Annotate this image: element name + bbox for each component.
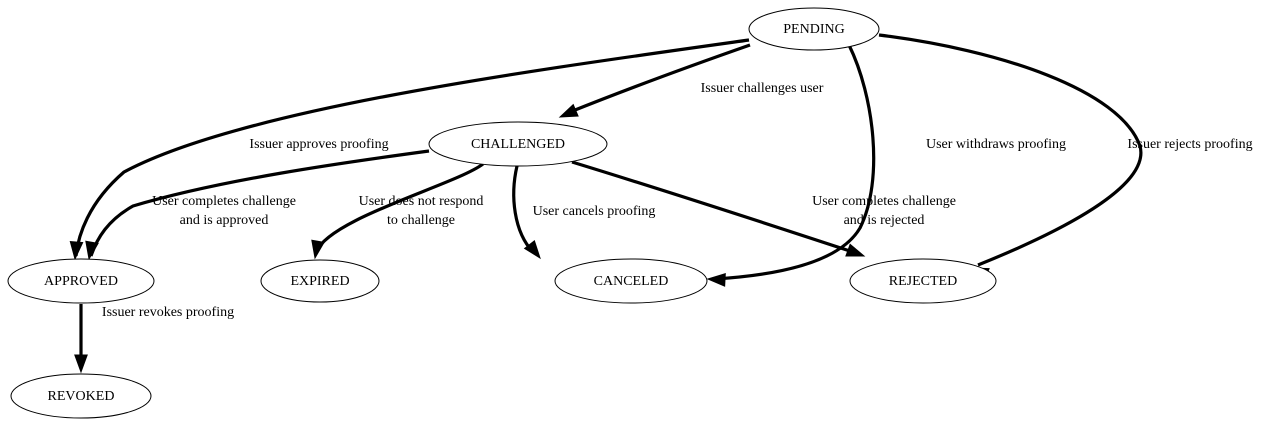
node-pending[interactable]: PENDING bbox=[748, 7, 880, 51]
edge-label-challenged-to-canceled: User cancels proofing bbox=[533, 204, 656, 219]
edge-label-line: Issuer approves proofing bbox=[249, 137, 388, 152]
edge-arrowhead bbox=[85, 240, 99, 261]
edge-line bbox=[512, 165, 535, 254]
edges-layer bbox=[69, 33, 1143, 374]
edge-line bbox=[89, 149, 430, 257]
edge-pending-to-approved bbox=[69, 38, 750, 261]
node-label: CANCELED bbox=[594, 274, 669, 289]
node-label: CHALLENGED bbox=[471, 137, 565, 152]
node-label: REVOKED bbox=[48, 389, 115, 404]
edge-challenged-to-approved bbox=[85, 149, 430, 261]
edge-label-line: and is rejected bbox=[844, 213, 925, 228]
node-shape[interactable] bbox=[428, 121, 608, 167]
edge-pending-to-challenged bbox=[558, 43, 751, 118]
edge-line bbox=[878, 33, 1143, 267]
node-challenged[interactable]: CHALLENGED bbox=[428, 121, 608, 167]
edge-challenged-to-expired bbox=[311, 162, 484, 260]
edge-line bbox=[714, 44, 876, 281]
node-label: EXPIRED bbox=[290, 274, 349, 289]
node-shape[interactable] bbox=[849, 258, 997, 304]
edge-label-line: and is approved bbox=[180, 213, 269, 228]
edge-label-pending-to-challenged: Issuer challenges user bbox=[701, 81, 824, 96]
edge-label-line: User withdraws proofing bbox=[926, 137, 1066, 152]
node-shape[interactable] bbox=[10, 373, 152, 419]
edge-pending-to-canceled bbox=[706, 44, 876, 287]
edge-label-line: Issuer revokes proofing bbox=[102, 305, 234, 320]
edge-arrowhead bbox=[558, 103, 579, 118]
node-approved[interactable]: APPROVED bbox=[7, 258, 155, 304]
edge-arrowhead bbox=[523, 239, 541, 260]
edge-label-line: User completes challenge bbox=[812, 194, 956, 209]
node-canceled[interactable]: CANCELED bbox=[554, 258, 708, 304]
node-shape[interactable] bbox=[748, 7, 880, 51]
edge-arrowhead bbox=[845, 243, 866, 257]
edge-line bbox=[569, 43, 751, 114]
edge-arrowhead bbox=[706, 273, 726, 287]
edge-challenged-to-canceled bbox=[512, 165, 541, 260]
edge-label-pending-to-approved: Issuer approves proofing bbox=[249, 137, 388, 152]
edge-label-challenged-to-approved: User completes challenge and is approved bbox=[152, 194, 296, 228]
edge-approved-to-revoked bbox=[74, 304, 88, 374]
node-label: REJECTED bbox=[889, 274, 957, 289]
node-shape[interactable] bbox=[7, 258, 155, 304]
edge-label-line: User does not respond bbox=[359, 194, 484, 209]
edge-arrowhead bbox=[69, 240, 84, 261]
nodes-layer: PENDING CHALLENGED APPROVED EXPIRED CANCELED… bbox=[7, 7, 997, 419]
node-shape[interactable] bbox=[554, 258, 708, 304]
node-revoked[interactable]: REVOKED bbox=[10, 373, 152, 419]
edge-line bbox=[571, 160, 857, 255]
edge-arrowhead bbox=[74, 354, 88, 374]
node-expired[interactable]: EXPIRED bbox=[260, 259, 380, 303]
node-label: APPROVED bbox=[44, 274, 118, 289]
edge-label-pending-to-canceled: User withdraws proofing bbox=[926, 137, 1066, 152]
node-shape[interactable] bbox=[260, 259, 380, 303]
edge-label-line: to challenge bbox=[387, 213, 455, 228]
edge-label-pending-to-rejected: Issuer rejects proofing bbox=[1127, 137, 1252, 152]
edge-pending-to-rejected bbox=[878, 33, 1143, 281]
edge-arrowhead bbox=[311, 239, 325, 260]
node-rejected[interactable]: REJECTED bbox=[849, 258, 997, 304]
edge-label-approved-to-revoked: Issuer revokes proofing bbox=[102, 305, 234, 320]
edge-line bbox=[74, 38, 750, 257]
edge-label-line: Issuer challenges user bbox=[701, 81, 824, 96]
edge-challenged-to-rejected bbox=[571, 160, 866, 257]
edge-label-challenged-to-expired: User does not respond to challenge bbox=[359, 194, 484, 228]
edge-line bbox=[314, 162, 484, 253]
edge-label-line: User cancels proofing bbox=[533, 204, 656, 219]
node-label: PENDING bbox=[783, 22, 844, 37]
edge-label-line: Issuer rejects proofing bbox=[1127, 137, 1252, 152]
edge-label-line: User completes challenge bbox=[152, 194, 296, 209]
edge-label-challenged-to-rejected: User completes challenge and is rejected bbox=[812, 194, 956, 228]
